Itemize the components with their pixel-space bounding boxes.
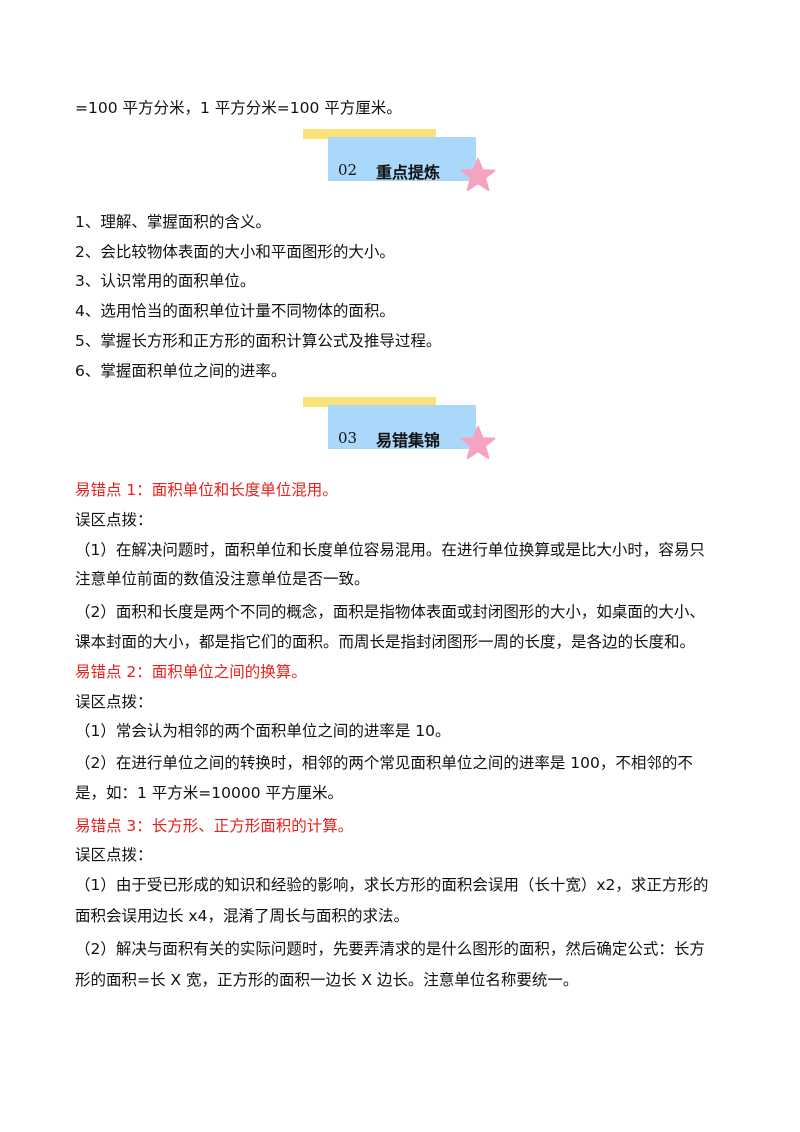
list-item: 6、掌握面积单位之间的进率。 [75,362,287,380]
section-title: 易错集锦 [376,431,441,450]
paragraph-line: 是，如：1 平方米=10000 平方厘米。 [75,784,344,802]
paragraph-line: （2）在进行单位之间的转换时，相邻的两个常见面积单位之间的进率是 100，不相邻… [75,754,693,772]
paragraph-line: 课本封面的大小，都是指它们的面积。而周长是指封闭图形一周的长度，是各边的长度和。 [75,633,696,651]
banner-blue-box [328,137,476,181]
paragraph-line: 面积会误用边长 x4，混淆了周长与面积的求法。 [75,907,409,925]
star-icon [460,426,496,459]
paragraph-line: （2）面积和长度是两个不同的概念，面积是指物体表面或封闭图形的大小，如桌面的大小… [75,603,705,621]
list-item: 2、会比较物体表面的大小和平面图形的大小。 [75,243,395,261]
banner-yellow-bar [303,397,436,407]
list-item: 5、掌握长方形和正方形的面积计算公式及推导过程。 [75,332,442,350]
paragraph-line: （1）在解决问题时，面积单位和长度单位容易混用。在进行单位换算或是比大小时，容易… [75,541,705,559]
section-number: 02 [338,161,358,179]
mistake-heading: 易错点 1：面积单位和长度单位混用。 [75,481,338,499]
paragraph-line: （1）由于受已形成的知识和经验的影响，求长方形的面积会误用（长十宽）x2，求正方… [75,876,709,894]
section-heading-02: 02 重点提炼 [303,129,503,191]
list-item: 4、选用恰当的面积单位计量不同物体的面积。 [75,302,395,320]
paragraph-line: （2）解决与面积有关的实际问题时，先要弄清求的是什么图形的面积，然后确定公式：长… [75,940,705,958]
banner-yellow-bar [303,129,436,139]
paragraph-line: 形的面积=长 X 宽，正方形的面积一边长 X 边长。注意单位名称要统一。 [75,971,579,989]
section-number: 03 [338,429,358,447]
top-line: =100 平方分米，1 平方分米=100 平方厘米。 [75,99,402,117]
paragraph-line: 注意单位前面的数值没注意单位是否一致。 [75,570,370,588]
tip-label: 误区点拨： [75,693,153,711]
section-heading-03: 03 易错集锦 [303,397,503,459]
list-item: 3、认识常用的面积单位。 [75,272,256,290]
tip-label: 误区点拨： [75,846,153,864]
list-item: 1、理解、掌握面积的含义。 [75,213,271,231]
paragraph-line: （1）常会认为相邻的两个面积单位之间的进率是 10。 [75,722,451,740]
star-icon [460,158,496,191]
tip-label: 误区点拨： [75,511,153,529]
mistake-heading: 易错点 3：长方形、正方形面积的计算。 [75,817,354,835]
banner-blue-box [328,405,476,449]
mistake-heading: 易错点 2：面积单位之间的换算。 [75,663,307,681]
section-title: 重点提炼 [376,163,441,182]
